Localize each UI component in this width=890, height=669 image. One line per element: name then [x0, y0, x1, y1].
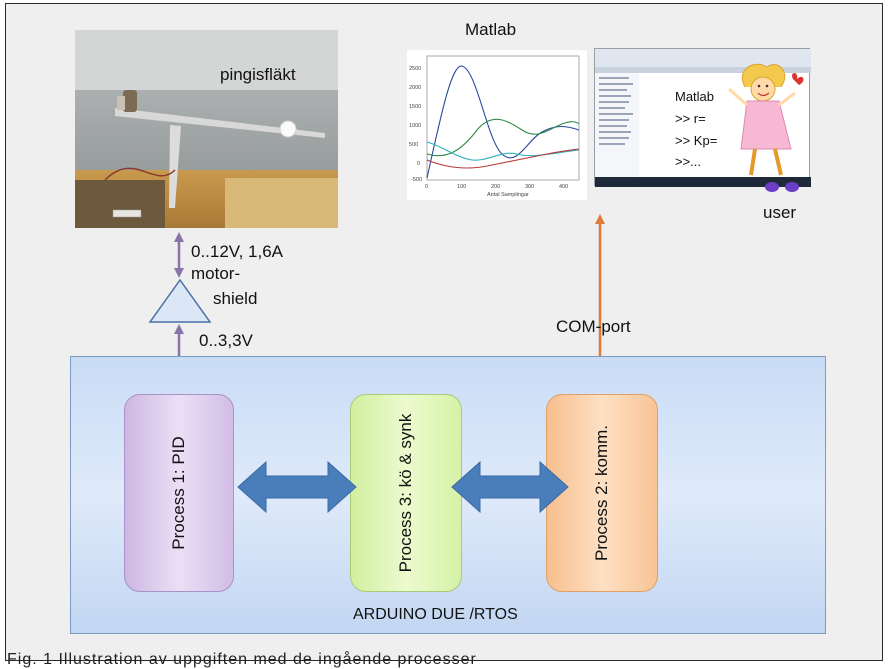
x-tick-300: 300	[525, 184, 534, 190]
screen-line-3: >> Kp=	[675, 133, 717, 148]
x-tick-400: 400	[559, 184, 568, 190]
y-tick-2000: 2000	[409, 85, 421, 91]
plant-label: pingisfläkt	[220, 65, 296, 84]
screen-line-1: Matlab	[675, 89, 714, 104]
motor-shield-label-1: motor-	[191, 264, 241, 283]
user-feet	[765, 182, 799, 192]
y-tick-500: 500	[409, 142, 418, 148]
voltage-low-label: 0..3,3V	[199, 331, 253, 350]
com-port-label: COM-port	[556, 317, 631, 336]
matlab-title: Matlab	[465, 20, 517, 39]
board-label: ARDUINO DUE /RTOS	[353, 606, 518, 623]
series-blue	[426, 65, 580, 179]
x-tick-100: 100	[457, 184, 466, 190]
motor-shield-amplifier	[148, 278, 212, 323]
plot-xlabel: Antal Samplingar	[487, 192, 529, 198]
y-tick-0: 0	[417, 161, 420, 167]
user-label: user	[763, 203, 797, 222]
motor-shield-label-2: shield	[213, 289, 258, 308]
y-tick-1500: 1500	[409, 104, 421, 110]
x-tick-200: 200	[491, 184, 500, 190]
screen-line-4: >>...	[675, 154, 701, 169]
fan-rig-photo: pingisfläkt	[75, 30, 338, 228]
y-tick-1000: 1000	[409, 123, 421, 129]
caption-text: Fig. 1 Illustration av uppgiften med de …	[7, 651, 477, 668]
y-tick-2500: 2500	[409, 66, 421, 72]
photo-to-shield-link	[174, 232, 184, 278]
series-green	[426, 118, 580, 157]
screen-line-2: >> r=	[675, 111, 706, 126]
y-tick-minus500: -500	[411, 177, 422, 183]
pid-sync-double-arrow	[237, 460, 357, 514]
figure-caption-fragment: Fig. 1 Illustration av uppgiften med de …	[5, 651, 565, 668]
sync-comm-double-arrow	[451, 460, 569, 514]
series-red	[426, 148, 580, 169]
process-pid: Process 1: PID	[124, 394, 234, 592]
x-tick-0: 0	[425, 184, 428, 190]
matlab-screenshot: Matlab >> r= >> Kp= >>...	[594, 48, 811, 187]
user-drawing	[728, 63, 804, 176]
voltage-high-label: 0..12V, 1,6A	[191, 242, 284, 261]
process-comm: Process 2: komm.	[546, 394, 658, 592]
response-plot: 2500 2000 1500 1000 500 0 -500 0 100 200…	[407, 50, 587, 200]
process-queue-sync: Process 3: kö & synk	[350, 394, 462, 592]
